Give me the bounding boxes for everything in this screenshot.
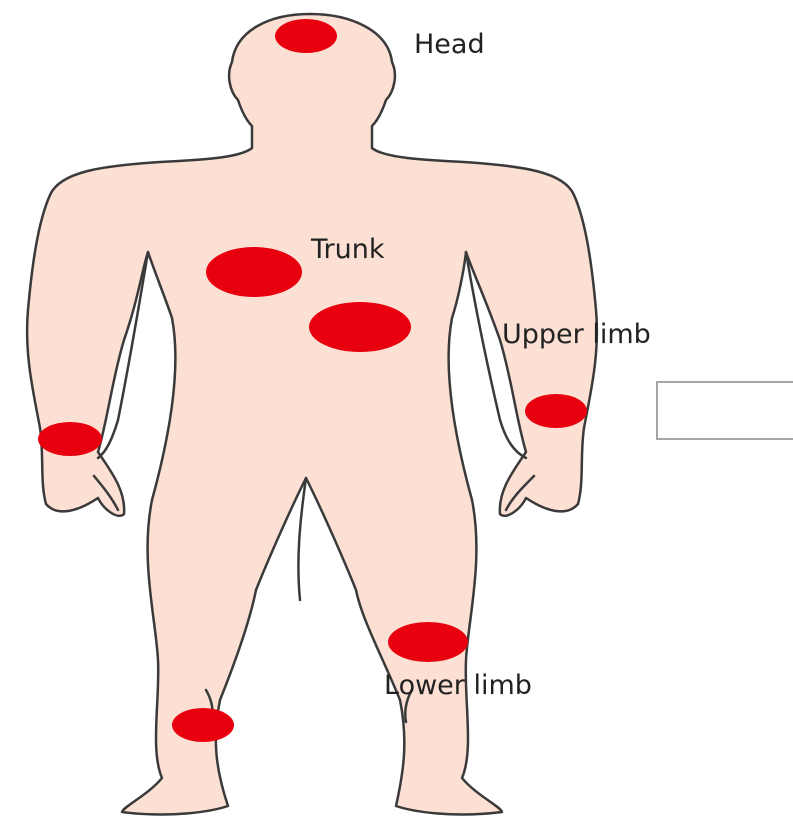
lower-limb-label: Lower limb — [384, 670, 532, 701]
right-wrist-marker — [525, 394, 587, 428]
trunk-marker-lower — [309, 302, 411, 352]
left-wrist-marker — [38, 422, 102, 456]
text-input-box[interactable] — [657, 382, 793, 439]
head-label: Head — [414, 29, 485, 60]
trunk-label: Trunk — [310, 234, 385, 265]
trunk-marker-upper — [206, 247, 302, 297]
head-marker — [275, 19, 337, 53]
left-ankle-marker — [172, 708, 234, 742]
leg-gap-line — [298, 478, 306, 600]
upper-limb-label: Upper limb — [502, 319, 651, 350]
right-knee-marker — [388, 622, 468, 662]
